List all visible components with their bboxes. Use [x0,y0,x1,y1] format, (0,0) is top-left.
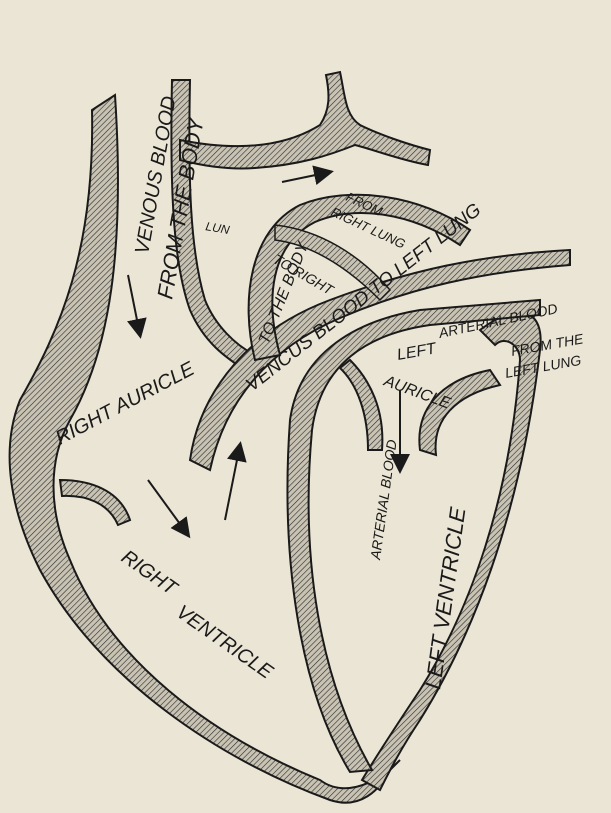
arrow-auricle-to-ventricle [148,480,188,535]
label-left-ventricle: LEFT VENTRICLE [420,505,470,690]
arrow-descending-vena-cava [128,275,140,335]
label-lung-fragment: LUN [204,219,230,237]
aorta-branches [180,72,430,168]
arrow-aorta [282,172,330,182]
left-lung-vein [419,370,500,455]
label-right-ventricle-a: RIGHT [117,546,182,601]
mitral-valve-flap [340,360,382,450]
label-arterial-blood-mid: ARTERIAL BLOOD [367,439,400,562]
tricuspid-valve-flap [60,480,130,525]
label-right-ventricle-b: VENTRICLE [172,601,277,684]
label-left-auricle-a: LEFT [396,340,439,364]
arrow-ventricle-to-artery [225,445,240,520]
label-left-auricle-b: AURICLE [381,372,453,412]
